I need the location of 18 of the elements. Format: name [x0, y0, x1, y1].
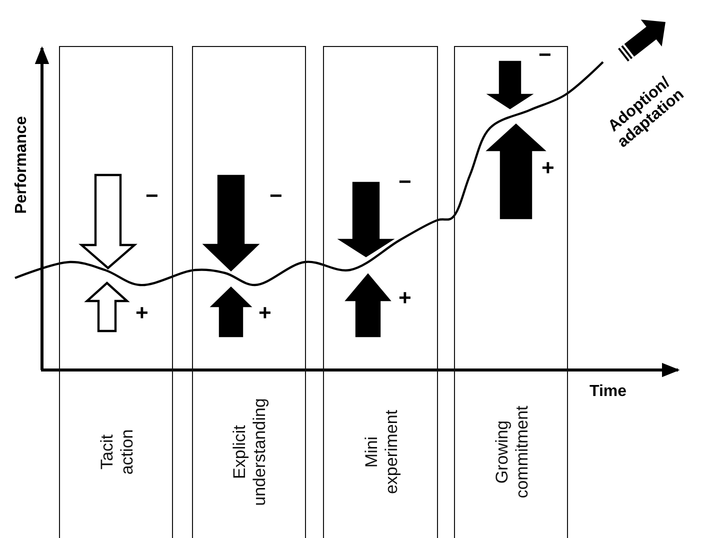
stage-column — [323, 46, 438, 538]
axis-label: Time — [590, 383, 627, 401]
plus-sign: + — [398, 285, 412, 311]
minus-sign: − — [270, 183, 282, 209]
stage-label: Growing commitment — [492, 406, 532, 498]
minus-sign: − — [146, 183, 158, 209]
plus-sign: + — [258, 300, 272, 326]
minus-sign: − — [398, 169, 412, 195]
minus-sign: − — [538, 42, 552, 68]
plus-sign: + — [542, 155, 554, 181]
stage-column — [59, 46, 173, 538]
stage-column — [192, 46, 306, 538]
stage-label: Mini experiment — [362, 410, 402, 494]
stage-label: Tacit action — [97, 429, 138, 475]
stage-label: Explicit understanding — [230, 398, 270, 506]
axis-label: Performance — [12, 116, 31, 214]
stage-column — [454, 46, 568, 538]
plus-sign: + — [136, 300, 148, 326]
